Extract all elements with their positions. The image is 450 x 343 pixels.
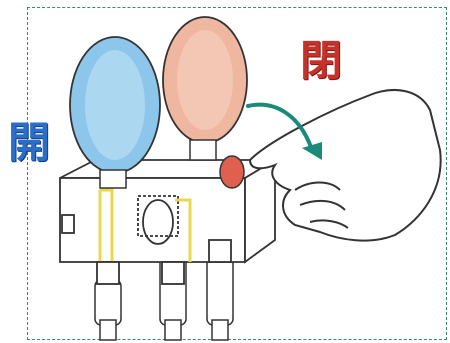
hand-icon bbox=[248, 89, 442, 242]
left-hose-end bbox=[99, 319, 117, 341]
dashed-border bbox=[27, 7, 447, 340]
middle-hose-end bbox=[164, 319, 182, 341]
valve-knob-icon bbox=[219, 155, 245, 189]
side-port bbox=[61, 214, 75, 234]
open-label: 開 bbox=[8, 118, 51, 167]
right-hose-end bbox=[211, 319, 229, 341]
blue-gauge-icon bbox=[69, 36, 161, 189]
left-hose bbox=[94, 279, 122, 326]
right-fitting bbox=[208, 239, 232, 263]
left-fitting bbox=[96, 261, 120, 285]
close-label: 閉 bbox=[300, 36, 343, 85]
front-knob bbox=[142, 199, 174, 245]
middle-fitting bbox=[161, 261, 185, 285]
rotation-arrow-icon bbox=[246, 102, 322, 160]
red-gauge-icon bbox=[162, 16, 248, 161]
